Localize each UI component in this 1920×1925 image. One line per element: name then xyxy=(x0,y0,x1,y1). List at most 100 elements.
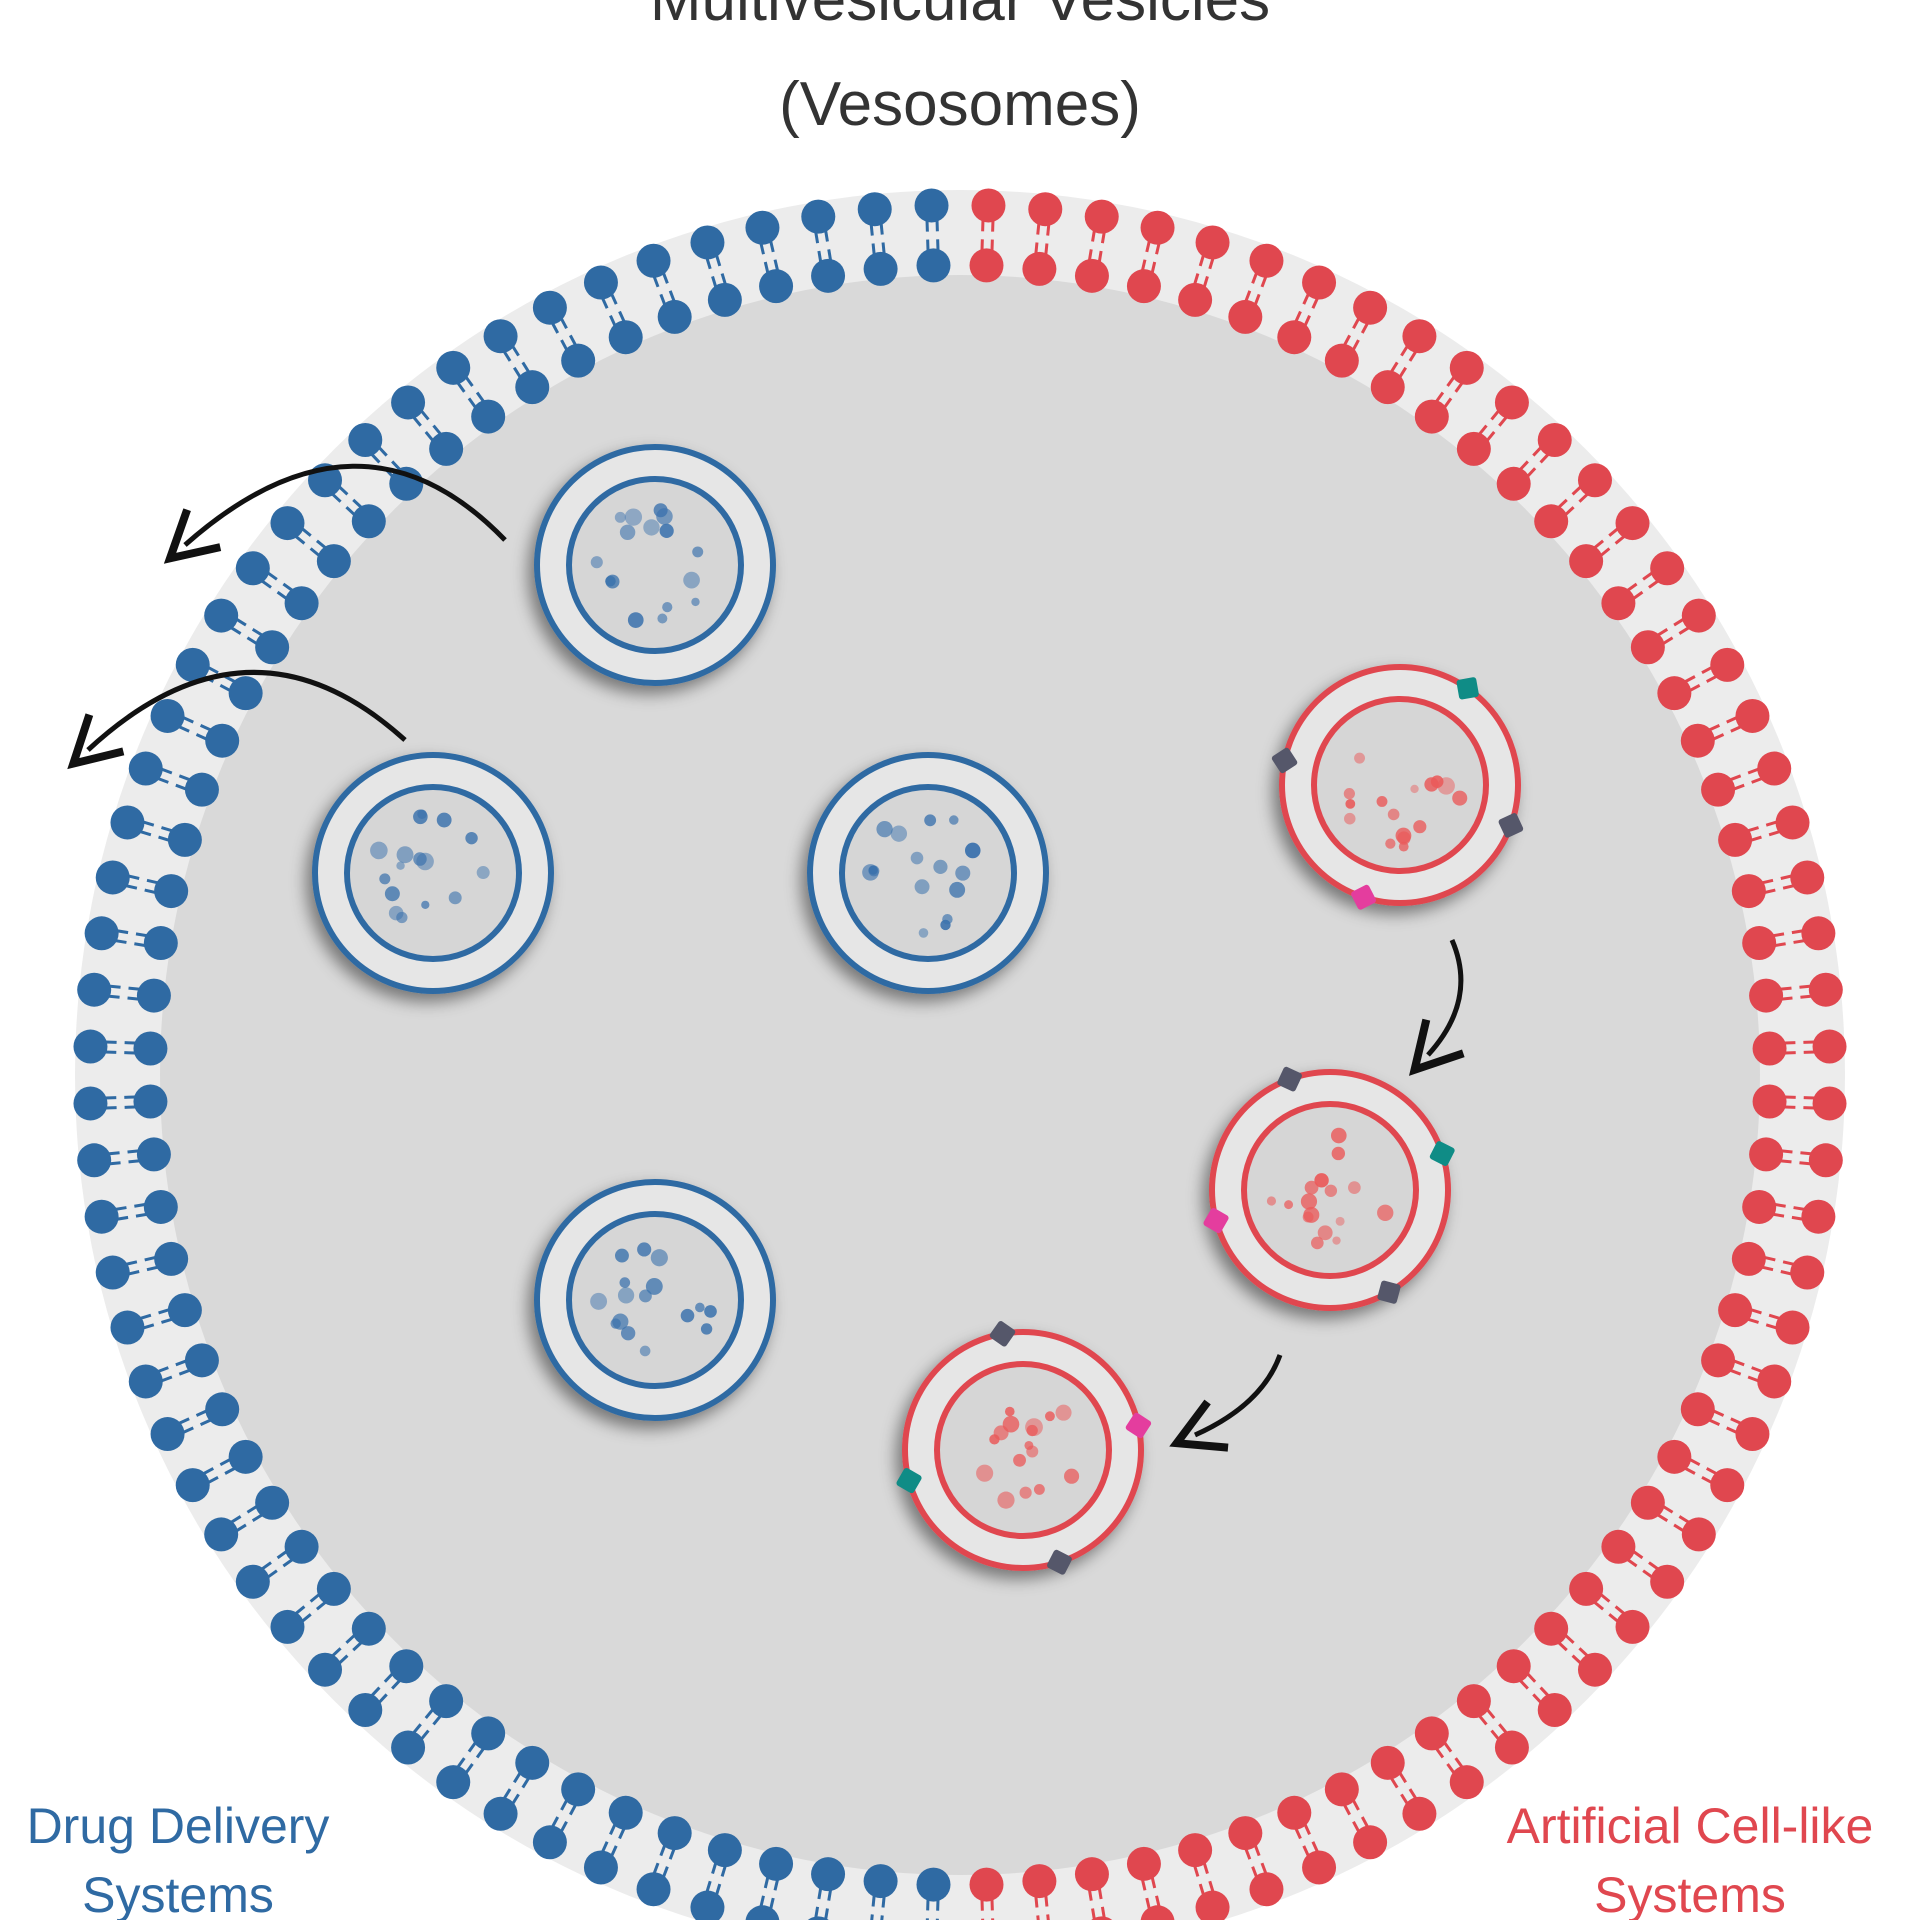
lipid-pair xyxy=(1749,972,1843,1013)
arrow-icon xyxy=(1169,1354,1283,1452)
lipid-head-outer xyxy=(1449,350,1484,385)
lipid-head-outer xyxy=(110,805,145,840)
lipid-head-inner xyxy=(657,299,692,334)
lipid-pair xyxy=(583,265,643,355)
cargo-molecule xyxy=(1045,1411,1055,1422)
cargo-molecule xyxy=(1303,1206,1320,1223)
lipid-head-inner xyxy=(1370,1745,1405,1780)
lipid-head-inner xyxy=(1749,978,1784,1013)
membrane-protein-icon xyxy=(1498,813,1524,838)
lipid-head-outer xyxy=(1650,551,1685,586)
cargo-molecule xyxy=(413,852,427,866)
lipid-head-outer xyxy=(1028,192,1063,227)
lipid-pair xyxy=(1742,1189,1836,1234)
lipid-head-inner xyxy=(255,1485,290,1520)
cargo-molecule xyxy=(949,815,959,825)
lipid-pair xyxy=(1074,199,1119,293)
lipid-head-inner xyxy=(1731,874,1766,909)
lipid-pair xyxy=(1752,1029,1847,1066)
lipid-head-inner xyxy=(154,1241,189,1276)
cargo-molecule xyxy=(1410,784,1419,794)
lipid-pair xyxy=(110,805,202,857)
lipid-head-outer xyxy=(1801,916,1836,951)
lipid-head-inner xyxy=(1569,1571,1604,1606)
lipid-head-inner xyxy=(316,1571,351,1606)
cargo-molecule xyxy=(704,1305,717,1318)
lipid-head-inner xyxy=(811,258,846,293)
arrow-icon xyxy=(67,670,407,770)
lipid-pair xyxy=(1534,463,1612,539)
lipid-head-outer xyxy=(1757,1364,1792,1399)
lipid-head-inner xyxy=(1680,723,1715,758)
lipid-head-inner xyxy=(143,926,178,961)
lipid-head-outer xyxy=(1195,1890,1230,1925)
lipid-pair xyxy=(1414,1716,1484,1800)
lipid-head-inner xyxy=(969,248,1004,283)
lipid-pair xyxy=(1324,1772,1388,1860)
lipid-head-outer xyxy=(971,188,1006,223)
lipid-head-outer xyxy=(1790,860,1825,895)
lipid-head-outer xyxy=(745,210,780,245)
cargo-molecule xyxy=(370,841,388,860)
cargo-molecule xyxy=(695,1302,705,1313)
lipid-pair xyxy=(110,1293,202,1345)
lipid-head-inner xyxy=(1718,822,1753,857)
lipid-pair xyxy=(745,210,794,304)
cargo-molecule xyxy=(659,523,674,538)
lipid-head-inner xyxy=(1534,1611,1569,1646)
cargo-molecule xyxy=(1430,775,1444,788)
lipid-head-inner xyxy=(1022,1864,1057,1899)
lipid-pair xyxy=(1277,265,1337,355)
lipid-head-outer xyxy=(110,1310,145,1345)
lipid-pair xyxy=(1178,225,1230,317)
lipid-pair xyxy=(1630,1485,1716,1552)
lipid-head-inner xyxy=(167,822,202,857)
lipid-head-inner xyxy=(228,1439,263,1474)
membrane-protein-icon xyxy=(1125,1412,1152,1439)
lipid-head-outer xyxy=(1249,243,1284,278)
lipid-head-inner xyxy=(707,282,742,317)
lipid-pair xyxy=(204,1485,290,1552)
lipid-head-outer xyxy=(1735,1417,1770,1452)
cargo-molecule xyxy=(650,1249,668,1267)
lipid-head-inner xyxy=(1749,1137,1784,1172)
lipid-head-inner xyxy=(1701,772,1736,807)
cargo-molecule xyxy=(619,1277,631,1288)
lipid-head-inner xyxy=(1752,1031,1787,1066)
membrane-protein-icon xyxy=(989,1321,1016,1347)
lipid-head-outer xyxy=(1449,1765,1484,1800)
lipid-pair xyxy=(1178,1833,1230,1925)
lipid-head-inner xyxy=(167,1293,202,1328)
lipid-head-outer xyxy=(204,1517,239,1552)
cargo-molecule xyxy=(624,508,643,526)
lipid-pair xyxy=(235,551,319,621)
cargo-molecule xyxy=(691,597,700,607)
lipid-pair xyxy=(73,1029,168,1066)
lipid-head-inner xyxy=(471,399,506,434)
cargo-molecule xyxy=(914,879,930,895)
lipid-head-inner xyxy=(515,370,550,405)
artificial-cell-vesicle xyxy=(1271,664,1524,910)
lipid-head-inner xyxy=(515,1745,550,1780)
lipid-pair xyxy=(1414,350,1484,434)
lipid-pair xyxy=(95,1241,189,1290)
lipid-head-inner xyxy=(608,320,643,355)
lipid-head-outer xyxy=(1681,1517,1716,1552)
lipid-pair xyxy=(1534,1611,1612,1687)
lipid-head-inner xyxy=(1657,676,1692,711)
drug-delivery-vesicle xyxy=(807,752,1049,994)
cargo-molecule xyxy=(683,571,700,589)
cargo-molecule xyxy=(1331,1146,1346,1161)
vesicle-inner-membrane xyxy=(1311,696,1489,874)
vesicle-inner-membrane xyxy=(566,476,744,654)
lipid-head-inner xyxy=(1370,370,1405,405)
lipid-head-outer xyxy=(1249,1872,1284,1907)
lipid-pair xyxy=(532,290,596,378)
lipid-pair xyxy=(745,1846,794,1925)
vesicle-lumen xyxy=(160,275,1760,1875)
lipid-head-outer xyxy=(1650,1564,1685,1599)
lipid-head-outer xyxy=(235,1564,270,1599)
cargo-molecule xyxy=(1376,796,1388,807)
cargo-molecule xyxy=(1330,1127,1347,1144)
lipid-head-outer xyxy=(175,647,210,682)
